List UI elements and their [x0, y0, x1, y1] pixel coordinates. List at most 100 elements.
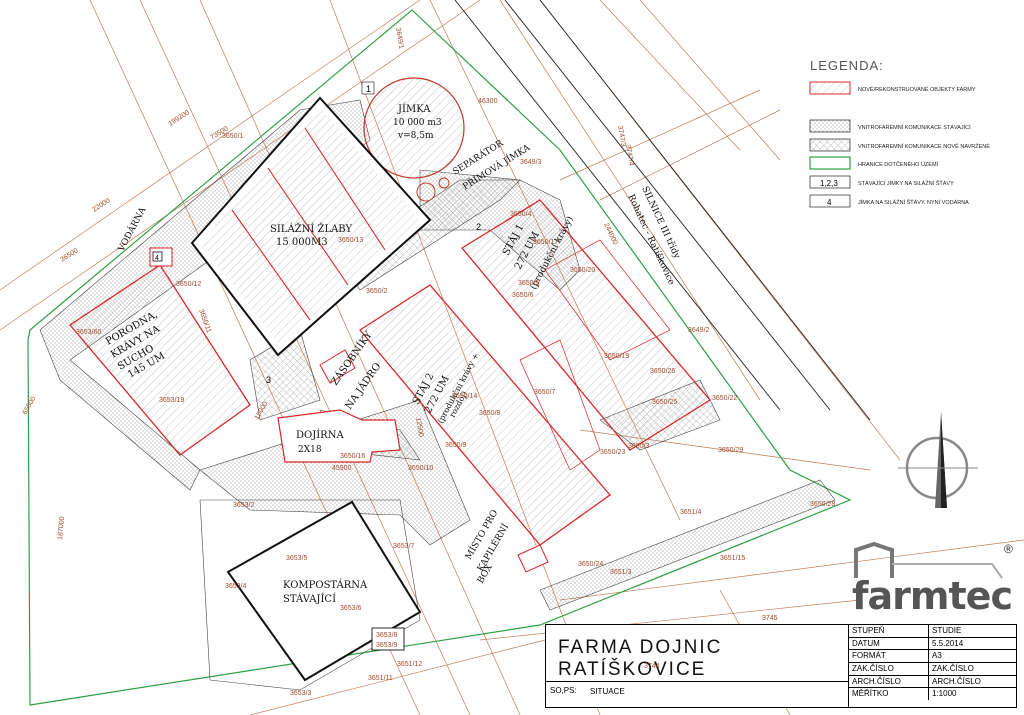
tb-value: STUDIE — [932, 626, 962, 635]
jimka-volume: 10 000 m3 — [393, 118, 442, 128]
svg-text:45900: 45900 — [332, 465, 352, 472]
svg-text:3651/15: 3651/15 — [720, 555, 745, 562]
marker-2: 2 — [476, 222, 481, 232]
tb-key: MĚŘÍTKO — [849, 688, 929, 701]
svg-text:3653/8: 3653/8 — [376, 632, 398, 639]
svg-text:3650/20: 3650/20 — [570, 267, 595, 274]
svg-text:3653/3: 3653/3 — [290, 690, 312, 697]
svg-text:3649/1: 3649/1 — [394, 27, 405, 49]
svg-text:3650/19: 3650/19 — [604, 353, 629, 360]
tb-key: ZAK.ČÍSLO — [849, 663, 929, 675]
road-label: SILNICE III třídy Rohatec - Ratíškovice — [625, 185, 683, 287]
stat2-building: STÁJ 2 272 UM (produkční krávy + rozdoj) — [359, 284, 611, 546]
svg-text:3650/4: 3650/4 — [510, 211, 532, 218]
site-boundary — [27, 9, 852, 706]
silage-troughs: SILÁŽNÍ ŽLABY 15 000M3 — [190, 96, 432, 357]
svg-text:3649/3: 3649/3 — [520, 159, 542, 166]
svg-text:3651/12: 3651/12 — [397, 661, 422, 668]
svg-text:36500: 36500 — [59, 247, 79, 263]
svg-text:3650/29: 3650/29 — [718, 447, 743, 454]
legend-item-existing-road: VNITROFAREMNÍ KOMUNIKACE STÁVAJÍCÍ — [858, 124, 971, 131]
north-arrow-icon — [898, 412, 978, 508]
tb-value: A3 — [932, 651, 942, 661]
jimka-label: JÍMKA — [397, 103, 431, 115]
tb-key: DATUM — [849, 637, 929, 650]
svg-text:3653/60: 3653/60 — [76, 329, 101, 336]
legend-item-boundary: HRANICE DOTČENÉHO ÚZEMÍ — [858, 161, 939, 168]
tb-key: STUPEŇ — [849, 625, 929, 637]
legend-item-new-road: VNITROFAREMNÍ KOMUNIKACE NOVĚ NAVRŽENÉ — [858, 142, 990, 150]
svg-text:3650/25: 3650/25 — [652, 399, 677, 406]
kompostarna-line2: STÁVAJÍCÍ — [283, 593, 336, 605]
dojirna-building: DOJÍRNA 2X18 — [277, 409, 401, 463]
svg-text:3650/23: 3650/23 — [600, 449, 625, 456]
legend-title: LEGENDA: — [810, 58, 884, 73]
svg-text:3653/7: 3653/7 — [393, 543, 415, 550]
jimka-markers: 1 2 3 — [266, 81, 481, 385]
sops-row: SO,PS: SITUACE — [546, 681, 848, 708]
svg-text:3653/9: 3653/9 — [376, 642, 398, 649]
marker-3: 3 — [266, 375, 271, 385]
svg-text:3650/22: 3650/22 — [712, 395, 737, 402]
svg-text:3650/28: 3650/28 — [810, 501, 835, 508]
parcel-numbers: 3650/1 3650/13 3650/12 3650/11 3653/60 3… — [76, 27, 835, 697]
svg-text:22000: 22000 — [91, 197, 111, 213]
registered-mark: ® — [1004, 542, 1013, 556]
svg-text:46300: 46300 — [478, 98, 498, 105]
svg-text:3747/4: 3747/4 — [624, 144, 635, 166]
tb-value: ARCH.ČÍSLO — [932, 676, 981, 686]
kompostarna-line1: KOMPOSTÁRNA — [283, 579, 368, 591]
svg-text:3650/17: 3650/17 — [533, 239, 558, 246]
svg-text:3653/5: 3653/5 — [286, 555, 308, 562]
svg-text:3650/14: 3650/14 — [452, 393, 477, 400]
svg-text:12500: 12500 — [414, 417, 424, 437]
farmtec-logo: farmtec ® — [852, 540, 1020, 620]
title-block-main: FARMA DOJNIC RATÍŠKOVICE 3744 SO,PS: SIT… — [546, 625, 849, 707]
legend-item-water: JÍMKA NA SILÁŽNÍ ŠŤÁVY, NYNÍ VODÁRNA — [858, 198, 969, 206]
road — [454, 0, 871, 421]
stat1-building: STÁJ 1 272 UM (produkční krávy) — [461, 199, 711, 451]
kompostarna-building: KOMPOSTÁRNA STÁVAJÍCÍ — [226, 500, 422, 682]
svg-text:3650/9: 3650/9 — [445, 442, 467, 449]
svg-text:199200: 199200 — [167, 109, 191, 127]
tb-value: 1:1000 — [932, 689, 957, 699]
svg-text:3653/19: 3653/19 — [159, 397, 184, 404]
svg-text:65000: 65000 — [22, 396, 38, 416]
title-parcel-number: 3744 — [644, 663, 660, 670]
tb-value: 5.5.2014 — [932, 638, 964, 648]
barn-roof-icon — [854, 541, 1003, 579]
svg-text:3651/4: 3651/4 — [680, 509, 702, 516]
svg-text:3650/16: 3650/16 — [340, 453, 365, 460]
silazni-zlaby-volume: 15 000M3 — [276, 237, 328, 248]
marker-1: 1 — [366, 84, 371, 94]
svg-text:187000: 187000 — [57, 516, 66, 540]
jimka-height: v=8,5m — [397, 131, 434, 141]
svg-text:3650/3: 3650/3 — [628, 443, 650, 450]
svg-text:3653/6: 3653/6 — [340, 605, 362, 612]
svg-text:3651/3: 3651/3 — [610, 569, 632, 576]
svg-text:3745: 3745 — [762, 615, 778, 622]
sops-label: SO,PS: — [550, 686, 577, 695]
svg-text:3650/8: 3650/8 — [479, 410, 501, 417]
legend: LEGENDA: NOVĚ/REKONSTRUOVANÉ OBJEKTY FAR… — [809, 58, 990, 208]
sops-value: SITUACE — [590, 687, 625, 696]
svg-text:3650/12: 3650/12 — [176, 281, 201, 288]
svg-text:3650/2: 3650/2 — [366, 288, 388, 295]
svg-text:3650/13: 3650/13 — [338, 237, 363, 244]
dojirna-size: 2X18 — [298, 445, 322, 455]
svg-text:3650/6: 3650/6 — [512, 292, 534, 299]
svg-text:3650/5: 3650/5 — [518, 280, 540, 287]
drawing-title: FARMA DOJNIC RATÍŠKOVICE — [558, 637, 723, 680]
legend-item-new: NOVĚ/REKONSTRUOVANÉ OBJEKTY FARMY — [858, 85, 976, 93]
svg-text:3653/4: 3653/4 — [225, 583, 247, 590]
legend-number-4: 4 — [827, 198, 832, 207]
porodna-building: PORODNA, KRÁVY NA SUCHO 145 UM — [69, 264, 251, 456]
marker-4: 4 — [155, 255, 159, 262]
svg-text:3650/7: 3650/7 — [534, 389, 556, 396]
separator-tanks — [416, 177, 450, 202]
